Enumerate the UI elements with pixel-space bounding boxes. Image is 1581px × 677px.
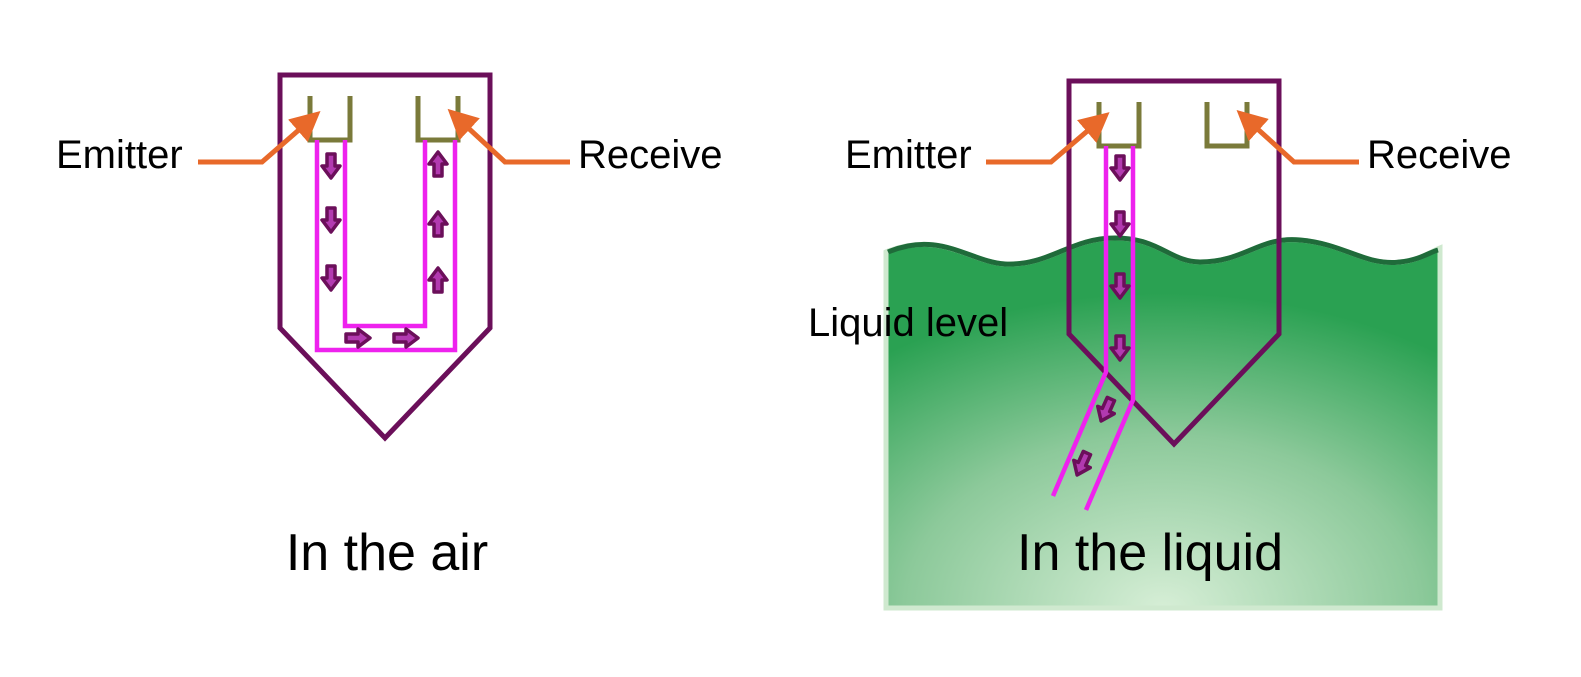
liquid-caption: In the liquid	[1017, 524, 1283, 582]
light-path-right	[1083, 146, 1136, 511]
arrow-icon	[427, 150, 449, 178]
pointer-arrow-icon	[986, 112, 1110, 165]
probe-body	[1066, 78, 1282, 448]
arrow-icon	[1109, 210, 1131, 238]
emitter-label: Emitter	[56, 133, 183, 177]
arrow-icon	[427, 266, 449, 294]
pointer-arrow-icon	[198, 111, 321, 165]
liquid-panel: Emitter Receive Liquid level In the liqu…	[808, 78, 1512, 611]
emitter-sensor-icon	[1096, 102, 1142, 149]
pointer-arrow-icon	[1236, 109, 1359, 165]
liquid-level-label: Liquid level	[808, 301, 1008, 345]
pointer-arrow-icon	[447, 108, 570, 165]
arrow-icon	[320, 264, 342, 292]
probe-body	[277, 72, 493, 442]
arrow-icon	[344, 327, 372, 349]
arrow-icon	[1109, 154, 1131, 182]
light-path-inner	[342, 140, 428, 329]
air-panel: Emitter Receive In the air	[56, 72, 723, 582]
receive-label: Receive	[1367, 133, 1512, 177]
light-path-left	[1050, 146, 1109, 497]
arrow-icon	[320, 206, 342, 234]
receive-label: Receive	[578, 133, 723, 177]
emitter-label: Emitter	[845, 133, 972, 177]
receiver-sensor-icon	[1204, 102, 1250, 149]
liquid-surface	[887, 235, 1439, 267]
receiver-sensor-icon	[415, 96, 461, 143]
air-caption: In the air	[286, 524, 488, 582]
light-path-outer	[314, 140, 458, 353]
arrow-icon	[392, 327, 420, 349]
arrow-icon	[427, 210, 449, 238]
arrow-icon	[320, 152, 342, 180]
